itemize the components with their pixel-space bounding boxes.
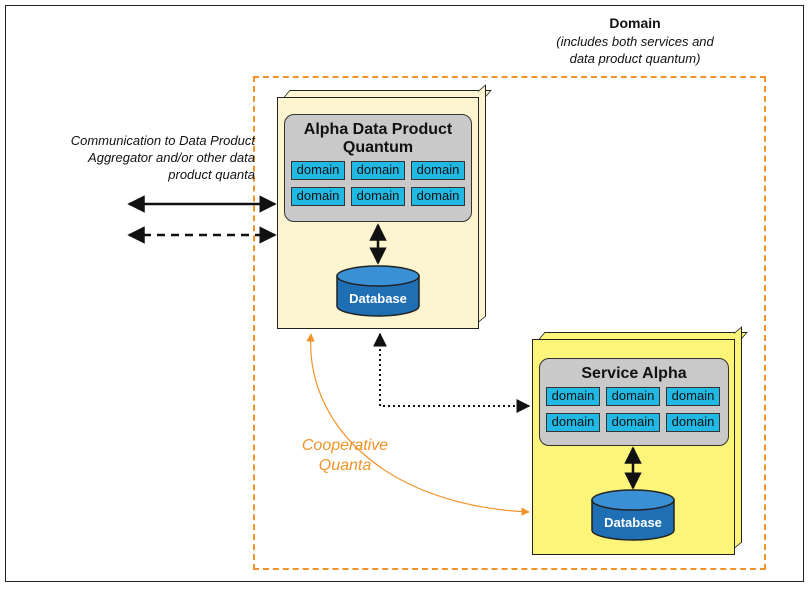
dp-quantum-panel: Alpha Data Product Quantum domain domain… [284, 114, 472, 222]
dp-quantum-title-line-2: Quantum [342, 139, 414, 156]
dp-database-label: Database [349, 291, 407, 306]
service-alpha-panel: Service Alpha domain domain domain domai… [539, 358, 729, 446]
domain-subtitle-line-2: data product quantum) [569, 51, 701, 66]
communication-note: Communication to Data Product Aggregator… [30, 132, 255, 183]
svc-domain-component: domain [606, 387, 660, 406]
dp-domain-component: domain [351, 161, 405, 180]
dp-domain-component: domain [411, 187, 465, 206]
svc-database-cylinder [591, 489, 675, 541]
communication-note-line-3: product quanta [168, 167, 255, 182]
dp-quantum-title-line-1: Alpha Data Product [303, 121, 453, 138]
dp-domain-component: domain [291, 161, 345, 180]
communication-note-line-2: Aggregator and/or other data [88, 150, 255, 165]
svc-domain-component: domain [666, 387, 720, 406]
svc-domain-component: domain [546, 387, 600, 406]
dotted-interquantum-connection [373, 332, 531, 413]
service-alpha-title: Service Alpha [581, 365, 687, 382]
svc-domain-component: domain [666, 413, 720, 432]
domain-subtitle-line-1: (includes both services and [556, 34, 714, 49]
communication-note-line-1: Communication to Data Product [70, 133, 255, 148]
cooperative-label-line-1: Cooperative [301, 437, 389, 454]
dp-domain-component: domain [351, 187, 405, 206]
dp-quantum-title: Alpha Data Product Quantum [285, 121, 471, 157]
domain-title: Domain [609, 15, 661, 31]
dp-database-cylinder [336, 265, 420, 317]
domain-subtitle: (includes both services and data product… [520, 33, 750, 67]
domain-boundary [253, 76, 766, 570]
svc-domain-component: domain [546, 413, 600, 432]
svc-database-label: Database [604, 515, 662, 530]
figure-frame [5, 5, 804, 582]
cooperative-quanta-label: Cooperative Quanta [280, 436, 410, 476]
cooperative-quanta-curve [306, 333, 530, 516]
dp-domain-component: domain [291, 187, 345, 206]
svc-domain-component: domain [606, 413, 660, 432]
data-product-quantum-box: Alpha Data Product Quantum domain domain… [277, 97, 479, 329]
cooperative-label-line-2: Quanta [318, 457, 372, 474]
dp-domain-component: domain [411, 161, 465, 180]
